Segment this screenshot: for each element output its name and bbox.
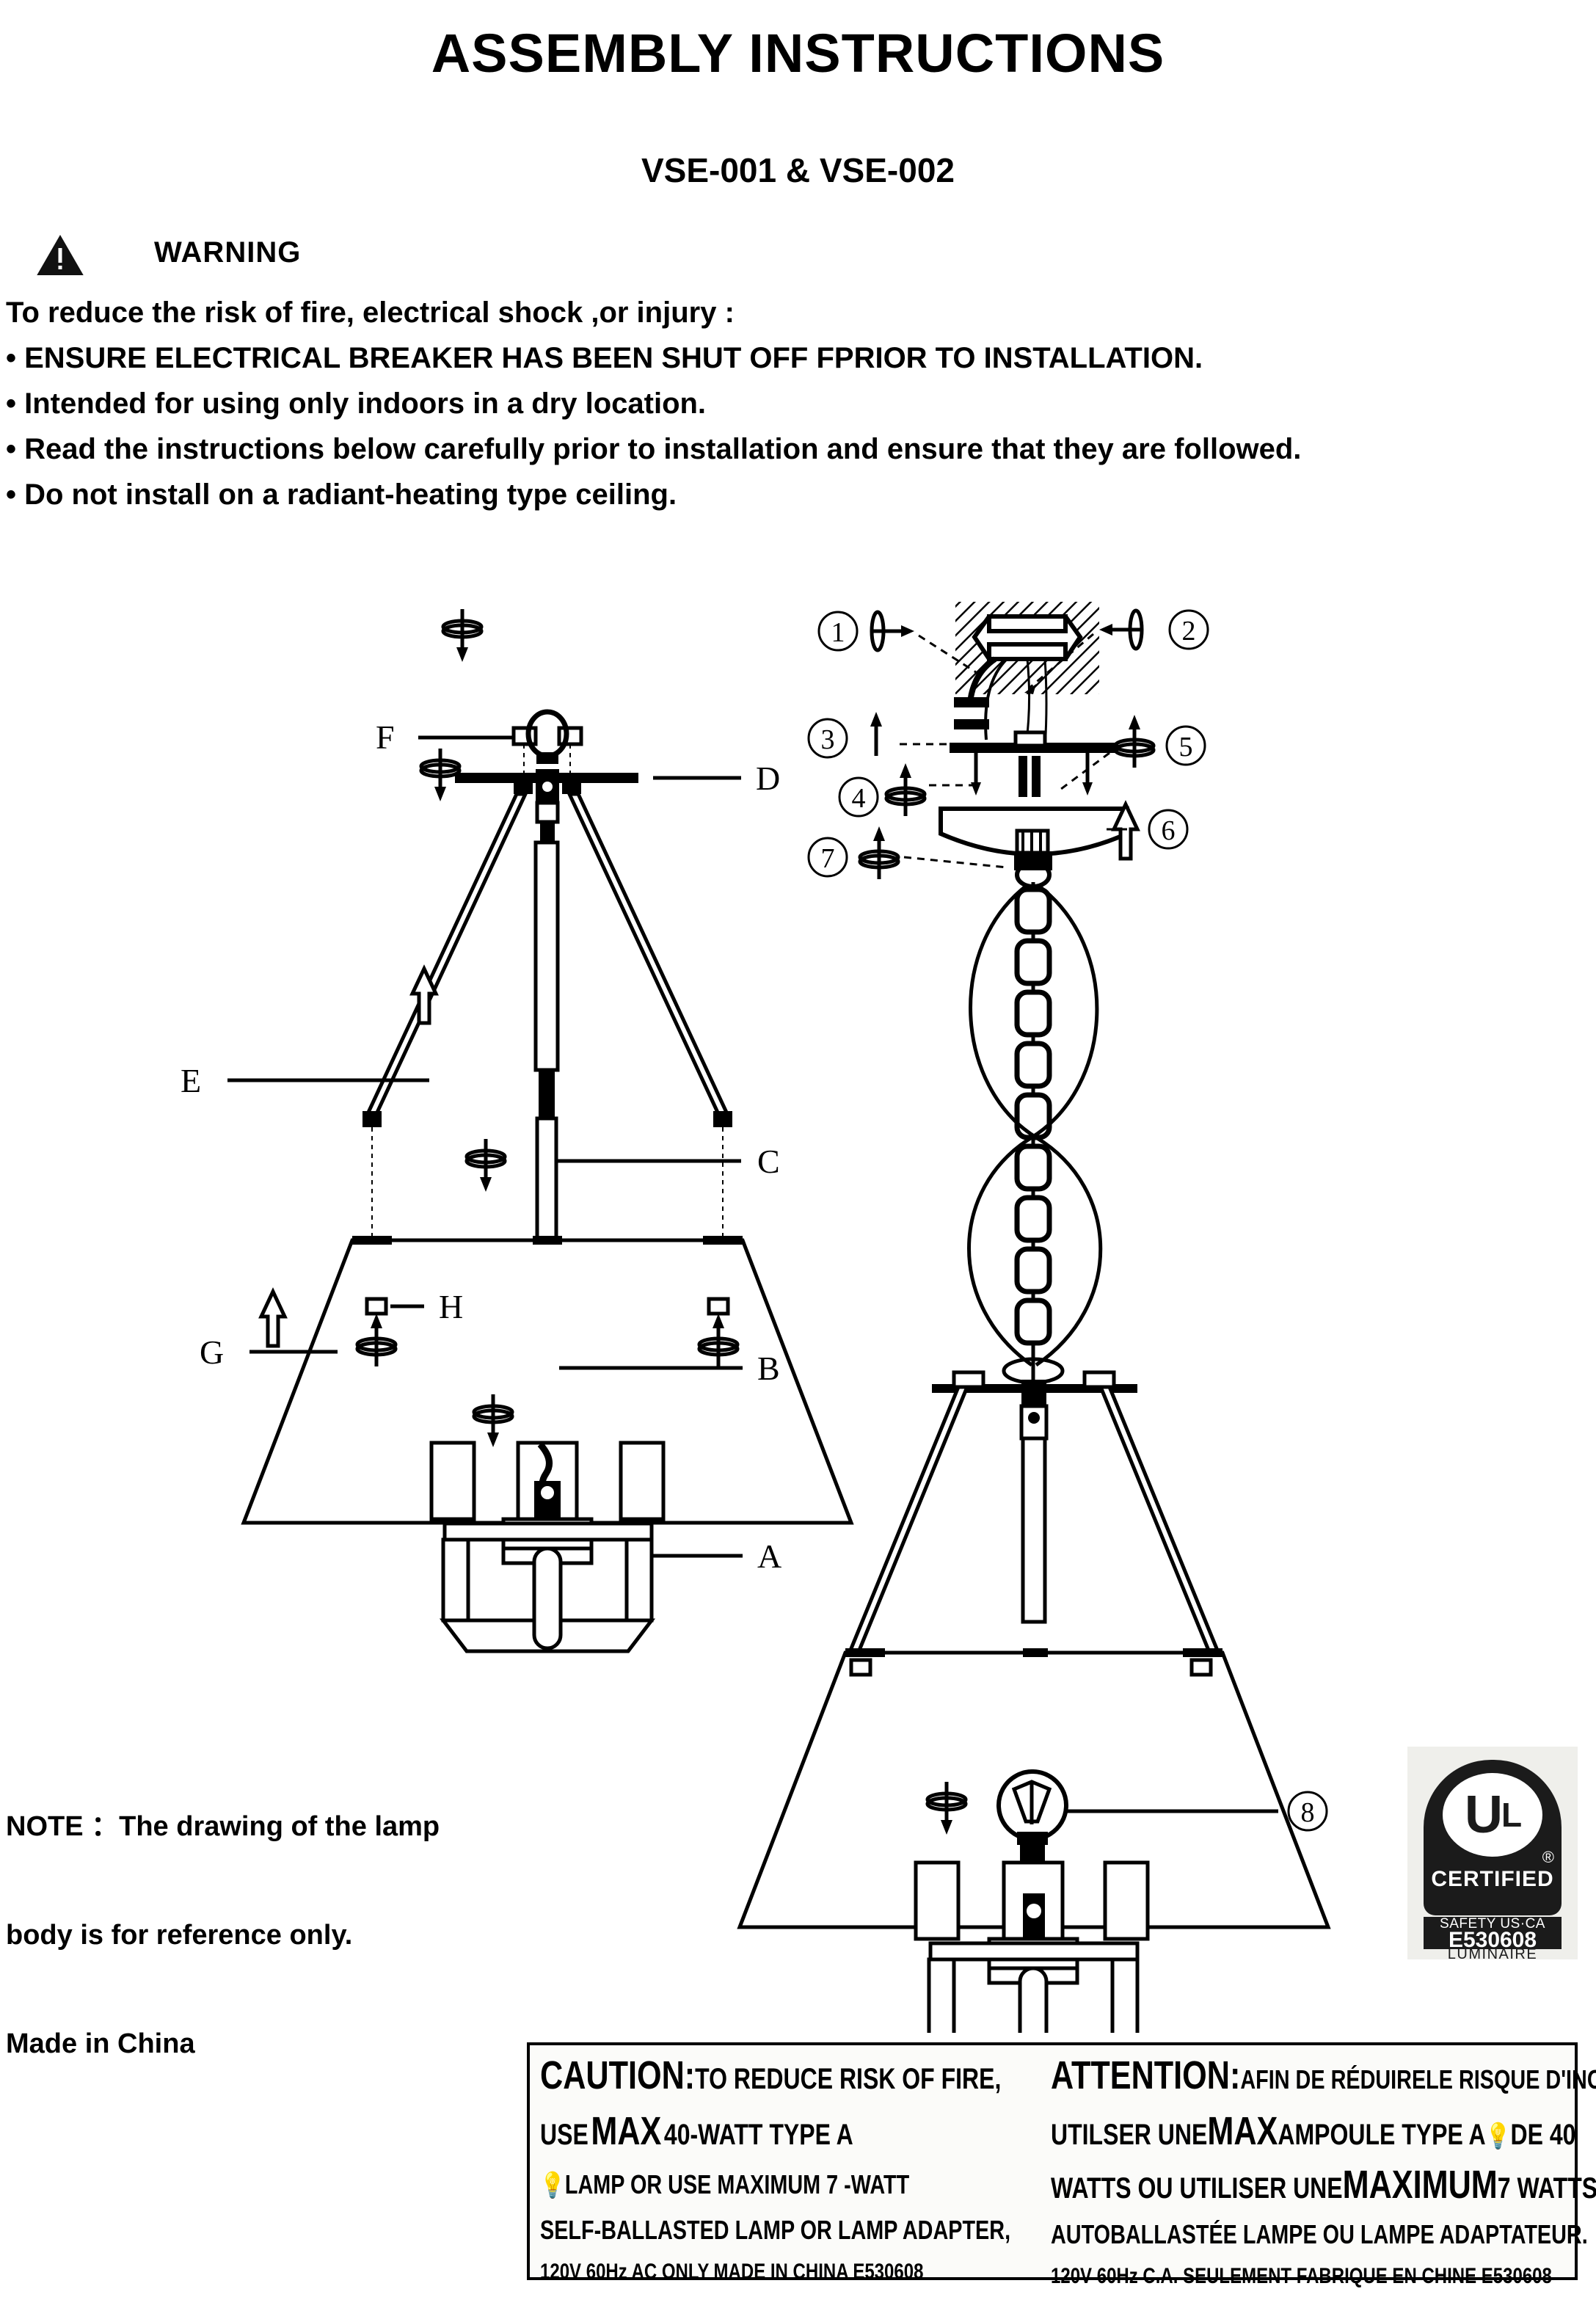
diagram-label-B: B	[757, 1350, 780, 1387]
warning-bullet-3: • Read the instructions below carefully …	[6, 433, 1302, 465]
svg-text:4: 4	[852, 783, 866, 814]
svg-text:7: 7	[821, 843, 835, 874]
warning-bullet-4: • Do not install on a radiant-heating ty…	[6, 478, 677, 511]
svg-text:5: 5	[1179, 732, 1193, 762]
svg-text:3: 3	[821, 724, 835, 755]
attention-max-fr: MAX	[1207, 2109, 1278, 2153]
caution-line5-en: 120V 60Hz AC ONLY MADE IN CHINA E530608	[540, 2260, 924, 2284]
ul-certified-text: CERTIFIED	[1431, 1867, 1554, 1891]
ul-file-number: E530608	[1448, 1928, 1537, 1952]
warning-bullet-1: • ENSURE ELECTRICAL BREAKER HAS BEEN SHU…	[6, 342, 1203, 374]
hanging-chain	[967, 882, 1103, 1387]
attention-type-fr: AMPOULE TYPE A	[1278, 2119, 1486, 2151]
warning-label: WARNING	[154, 236, 302, 269]
ul-file-block: SAFETY US·CA E530608	[1424, 1916, 1562, 1952]
registered-trademark-icon: ®	[1542, 1848, 1554, 1866]
diagram-label-F: F	[376, 718, 395, 756]
ul-oval-shape	[1443, 1773, 1542, 1857]
svg-text:2: 2	[1182, 616, 1196, 647]
note-line-1: NOTE ：The drawing of the lamp	[6, 1811, 440, 1842]
attention-line5-fr: 120V 60Hz C.A. SEULEMENT FABRIQUE EN CHI…	[1051, 2264, 1552, 2288]
caution-wattage-en: 40-WATT TYPE A	[663, 2119, 853, 2151]
attention-line3a-fr: WATTS OU UTILISER UNE	[1051, 2172, 1343, 2205]
attention-line1-fr: AFIN DE RÉDUIRELE RISQUE D'INCENDE,	[1240, 2064, 1596, 2094]
assembly-diagrams: F D E	[0, 602, 1596, 2033]
callout-2: 2	[1024, 608, 1209, 694]
caution-line1-en: TO REDUCE RISK OF FIRE,	[695, 2063, 1002, 2095]
caution-use-en: USE	[540, 2119, 589, 2151]
svg-text:6: 6	[1162, 815, 1176, 846]
caution-max-en: MAX	[591, 2109, 662, 2153]
exploded-diagram-left: F D E	[181, 609, 854, 1653]
callout-1: 1	[817, 610, 977, 674]
svg-text:8: 8	[1301, 1797, 1315, 1828]
bulb-icon-fr: 💡	[1485, 2122, 1511, 2150]
callout-7: 7	[807, 826, 1007, 879]
caution-line4-en: SELF-BALLASTED LAMP OR LAMP ADAPTER,	[540, 2215, 1011, 2245]
warning-intro: To reduce the risk of fire, electrical s…	[6, 296, 735, 329]
diagram-label-C: C	[757, 1143, 780, 1180]
callout-3: 3	[807, 712, 948, 759]
caution-french-column: ATTENTION:AFIN DE RÉDUIRELE RISQUE D'INC…	[1051, 2053, 1596, 2297]
attention-de40-fr: DE 40	[1510, 2119, 1576, 2151]
attention-maximum-fr: MAXIMUM	[1342, 2163, 1498, 2207]
warning-text-block: To reduce the risk of fire, electrical s…	[6, 290, 1562, 517]
warning-bullet-2: • Intended for using only indoors in a d…	[6, 387, 707, 420]
svg-text:1: 1	[831, 617, 845, 648]
ul-category: LUMINAIRE	[1447, 1946, 1538, 1962]
ul-safety-region: SAFETY US·CA	[1440, 1916, 1545, 1932]
warning-header: WARNING	[22, 235, 682, 279]
diagram-label-D: D	[756, 760, 780, 797]
warning-triangle-icon	[37, 235, 84, 275]
attention-use-fr: UTILSER UNE	[1051, 2119, 1208, 2151]
diagram-label-G: G	[200, 1333, 224, 1371]
attention-line4-fr: AUTOBALLASTÉE LAMPE OU LAMPE ADAPTATEUR.	[1051, 2219, 1588, 2249]
note-block: NOTE ：The drawing of the lamp body is fo…	[6, 1772, 608, 2098]
caution-label-box: CAUTION:TO REDUCE RISK OF FIRE, USE MAX …	[527, 2042, 1596, 2288]
caution-heading-en: CAUTION:	[540, 2053, 696, 2097]
model-number: VSE-001 & VSE-002	[641, 151, 955, 189]
caution-line3-en: LAMP OR USE MAXIMUM 7 -WATT	[564, 2169, 910, 2199]
callout-5: 5	[1057, 715, 1206, 793]
attention-heading-fr: ATTENTION:	[1051, 2053, 1241, 2097]
note-line-2: body is for reference only.	[6, 1920, 353, 1951]
diagram-label-H: H	[439, 1288, 463, 1325]
caution-english-column: CAUTION:TO REDUCE RISK OF FIRE, USE MAX …	[540, 2053, 1046, 2293]
diagram-label-A: A	[757, 1537, 781, 1575]
callout-6: 6	[1107, 804, 1189, 859]
diagram-label-E: E	[181, 1062, 201, 1099]
callout-4: 4	[838, 763, 973, 816]
attention-line3c-fr: 7 WATTS	[1497, 2172, 1596, 2205]
assembled-diagram-right: 1 2 3 4 5	[737, 602, 1331, 2033]
bulb-icon: 💡	[540, 2172, 565, 2199]
page-title: ASSEMBLY INSTRUCTIONS	[431, 23, 1165, 84]
note-made-in-china: Made in China	[6, 2028, 195, 2059]
